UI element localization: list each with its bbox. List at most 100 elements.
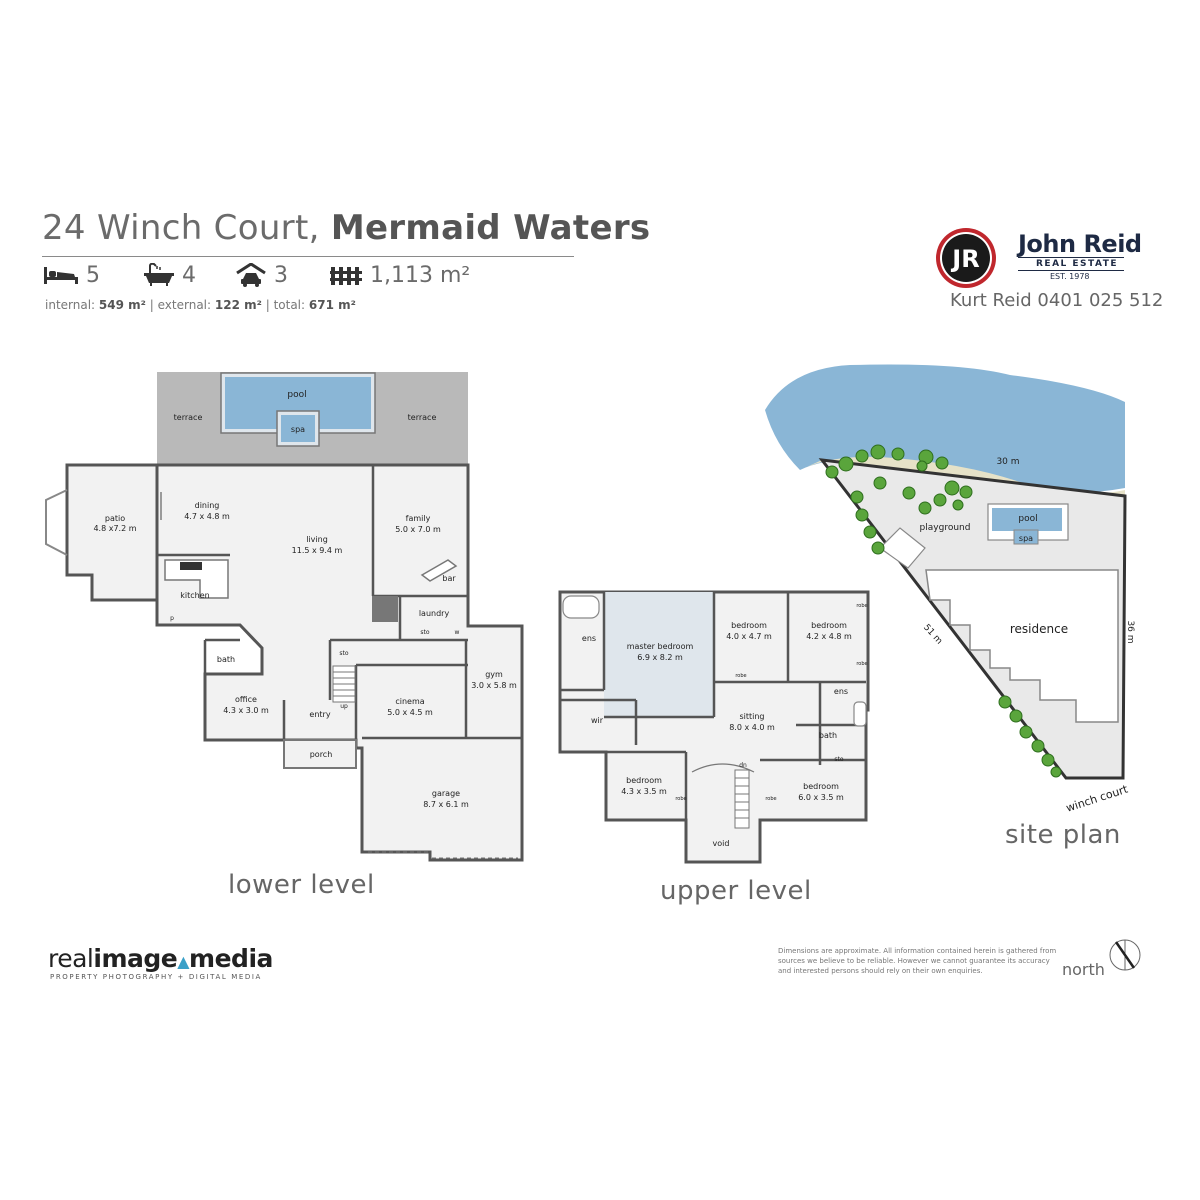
waterway bbox=[765, 364, 1125, 493]
bedroom-dimensions: 6.0 x 3.5 m bbox=[798, 793, 844, 802]
patio-outline bbox=[65, 463, 159, 602]
title-divider bbox=[42, 256, 574, 257]
sitting-dimensions: 8.0 x 4.0 m bbox=[729, 723, 775, 732]
site-spa bbox=[1013, 529, 1039, 545]
north-arrow-icon bbox=[1109, 939, 1141, 971]
agent-contact: Kurt Reid 0401 025 512 bbox=[950, 290, 1164, 311]
bedroom-label: bedroom bbox=[811, 621, 847, 630]
pool-label: pool bbox=[1018, 514, 1037, 524]
void-label: void bbox=[713, 839, 730, 848]
site-plan-caption: site plan bbox=[1005, 820, 1121, 850]
cooktop bbox=[180, 562, 202, 570]
bath-icon bbox=[144, 263, 174, 286]
site-pool bbox=[992, 508, 1062, 531]
column-block bbox=[372, 596, 398, 622]
dining-dimensions: 4.7 x 4.8 m bbox=[184, 512, 230, 521]
bath-label: bath bbox=[819, 731, 837, 740]
living-dimensions: 11.5 x 9.4 m bbox=[292, 546, 343, 555]
family-dimensions: 5.0 x 7.0 m bbox=[395, 525, 441, 534]
robe-label: robe bbox=[675, 796, 686, 802]
disclaimer-text: Dimensions are approximate. All informat… bbox=[778, 947, 1057, 975]
bedrooms-count: 5 bbox=[86, 262, 100, 288]
total-area-label: total: bbox=[273, 298, 306, 312]
master-bedroom-fill bbox=[604, 592, 714, 717]
office-label: office bbox=[235, 695, 257, 704]
family-label: family bbox=[406, 514, 431, 523]
washer-label: w bbox=[455, 629, 460, 636]
master-bedroom-label: master bedroom bbox=[627, 642, 694, 651]
void-balustrade bbox=[691, 763, 755, 773]
bed-icon bbox=[44, 267, 78, 284]
street-address: 24 Winch Court, bbox=[42, 208, 320, 248]
north-label: north bbox=[1062, 960, 1105, 979]
upper-internal-walls bbox=[560, 592, 866, 820]
suburb: Mermaid Waters bbox=[330, 208, 651, 248]
garage-car-icon bbox=[236, 263, 266, 287]
bedroom-dimensions: 4.2 x 4.8 m bbox=[806, 632, 852, 641]
office-dimensions: 4.3 x 3.0 m bbox=[223, 706, 269, 715]
boundary-left-dimension: 51 m bbox=[921, 623, 944, 647]
realimage-media-logo: realimage▲media bbox=[48, 944, 273, 973]
pantry-label: p bbox=[170, 615, 174, 622]
storage-label: sto bbox=[834, 756, 843, 763]
street-label: winch court bbox=[1064, 782, 1130, 814]
separator: | bbox=[265, 298, 270, 312]
bedroom-dimensions: 4.3 x 3.5 m bbox=[621, 787, 667, 796]
walk-in-robe-label: wir bbox=[591, 716, 604, 725]
robe-label: robe bbox=[735, 673, 746, 679]
robe-label: robe bbox=[765, 796, 776, 802]
gym-label: gym bbox=[485, 670, 503, 679]
ensuite-label: ens bbox=[582, 634, 596, 643]
upper-stairs bbox=[734, 769, 750, 829]
fence-icon bbox=[330, 267, 362, 285]
bedroom-dimensions: 4.0 x 4.7 m bbox=[726, 632, 772, 641]
floor-area-summary: internal: 549 m² | external: 122 m² | to… bbox=[45, 298, 356, 312]
logo-part: media bbox=[189, 944, 273, 973]
external-area-value: 122 m² bbox=[214, 298, 262, 312]
cinema-label: cinema bbox=[395, 697, 424, 706]
pool-label: pool bbox=[287, 390, 306, 400]
property-title: 24 Winch Court, Mermaid Waters bbox=[42, 208, 650, 248]
porch-label: porch bbox=[310, 750, 333, 759]
spa-water bbox=[281, 415, 315, 442]
bedrooms-stat: 5 bbox=[44, 262, 100, 288]
gym-dimensions: 3.0 x 5.8 m bbox=[471, 681, 517, 690]
bedroom-label: bedroom bbox=[626, 776, 662, 785]
stairs-down-label: dn bbox=[739, 762, 747, 769]
kitchen-label: kitchen bbox=[180, 591, 209, 600]
monogram-text: JR bbox=[950, 245, 979, 273]
garage-label: garage bbox=[432, 789, 460, 798]
site-plan: 30 m 51 m 36 m winch court playground po… bbox=[765, 364, 1135, 815]
brand-subtitle: REAL ESTATE bbox=[1036, 259, 1119, 269]
boundary-right-dimension: 36 m bbox=[1125, 620, 1135, 643]
bathtub bbox=[562, 595, 600, 619]
logo-part: image bbox=[93, 944, 178, 973]
boundary-top-dimension: 30 m bbox=[996, 457, 1019, 467]
storage-label: sto bbox=[339, 650, 348, 657]
playground-area bbox=[879, 527, 926, 569]
brand-rule bbox=[1018, 257, 1124, 258]
bedroom-label: bedroom bbox=[731, 621, 767, 630]
terrace-label: terrace bbox=[408, 413, 437, 422]
upper-level-caption: upper level bbox=[660, 876, 812, 906]
bedroom-label: bedroom bbox=[803, 782, 839, 791]
total-area-value: 671 m² bbox=[308, 298, 356, 312]
car-spaces-count: 3 bbox=[274, 262, 288, 288]
bar-label: bar bbox=[442, 574, 456, 583]
residence-label: residence bbox=[1010, 622, 1068, 636]
upper-level-plan: ens master bedroom 6.9 x 8.2 m bedroom 4… bbox=[558, 590, 870, 864]
ensuite-label: ens bbox=[834, 687, 848, 696]
lower-floor-outline bbox=[155, 463, 524, 862]
brand-established: EST. 1978 bbox=[1050, 272, 1090, 281]
cinema-dimensions: 5.0 x 4.5 m bbox=[387, 708, 433, 717]
internal-area-label: internal: bbox=[45, 298, 96, 312]
car-spaces-stat: 3 bbox=[236, 262, 288, 288]
logo-tagline: PROPERTY PHOTOGRAPHY + DIGITAL MEDIA bbox=[50, 973, 262, 981]
garage-dimensions: 8.7 x 6.1 m bbox=[423, 800, 469, 809]
entry-label: entry bbox=[309, 710, 330, 719]
storage-label: sto bbox=[420, 629, 429, 636]
terrace-label: terrace bbox=[174, 413, 203, 422]
logo-part: real bbox=[48, 944, 94, 973]
house-icon: ▲ bbox=[177, 952, 190, 971]
land-size: 1,113 m² bbox=[370, 262, 471, 288]
